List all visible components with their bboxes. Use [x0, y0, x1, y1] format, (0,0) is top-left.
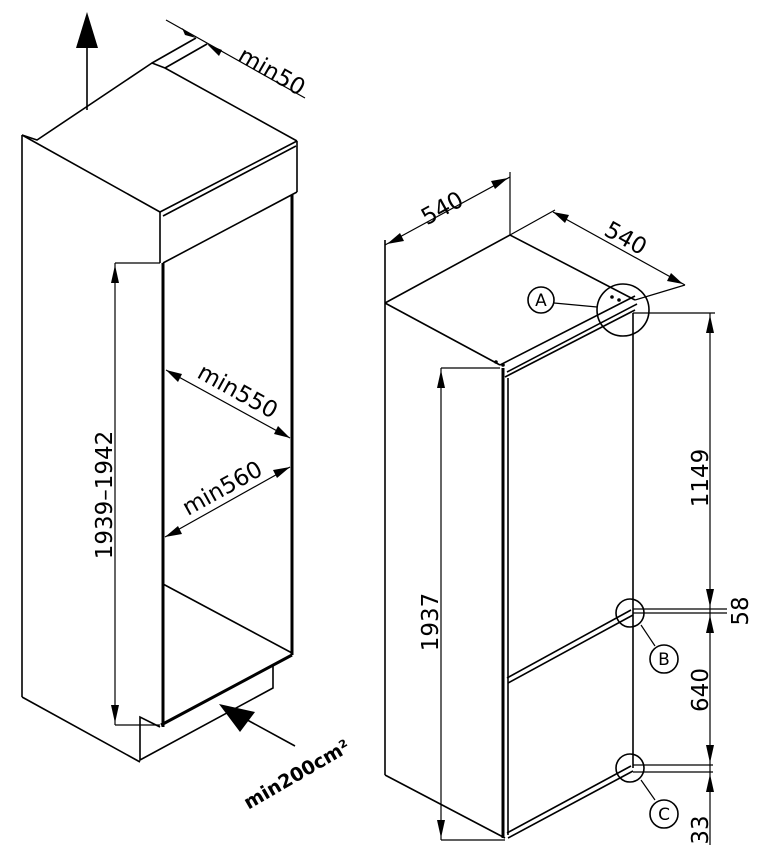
- appliance: 540 540 A 1937: [384, 172, 754, 845]
- dimension-chain: 1149 58 640 33: [633, 312, 754, 845]
- dimension-min560: min560: [164, 456, 291, 538]
- niche-cabinet: min50 1939–1942 min550 min560: [21, 12, 354, 814]
- min50-label: min50: [234, 43, 310, 102]
- ventilation-arrow: min200cm²: [219, 704, 354, 814]
- ventilation-label: min200cm²: [240, 736, 354, 814]
- niche-height-label: 1939–1942: [92, 431, 118, 560]
- dimension-height: 1937: [418, 367, 505, 841]
- depth-label: 540: [600, 217, 651, 261]
- min560-label: min560: [178, 456, 267, 521]
- dimension-niche-height: 1939–1942: [92, 262, 160, 726]
- bottom-label: 33: [688, 815, 714, 844]
- dimension-min550: min550: [165, 359, 291, 439]
- gap-label: 58: [728, 596, 754, 625]
- arrow-up-icon: [76, 12, 98, 110]
- detail-b-label: B: [658, 650, 670, 670]
- detail-b-marker: B: [615, 598, 679, 674]
- dimension-width: 540: [384, 172, 511, 246]
- detail-c-marker: C: [615, 753, 679, 829]
- lower-door-label: 640: [688, 668, 714, 712]
- dimension-depth: 540: [509, 209, 686, 301]
- upper-door-label: 1149: [688, 449, 714, 508]
- detail-c-label: C: [658, 805, 670, 825]
- dimension-min50: min50: [165, 19, 310, 102]
- width-label: 540: [417, 187, 468, 231]
- height-label: 1937: [418, 593, 444, 652]
- detail-a-label: A: [535, 291, 547, 311]
- detail-a-marker: A: [527, 283, 650, 337]
